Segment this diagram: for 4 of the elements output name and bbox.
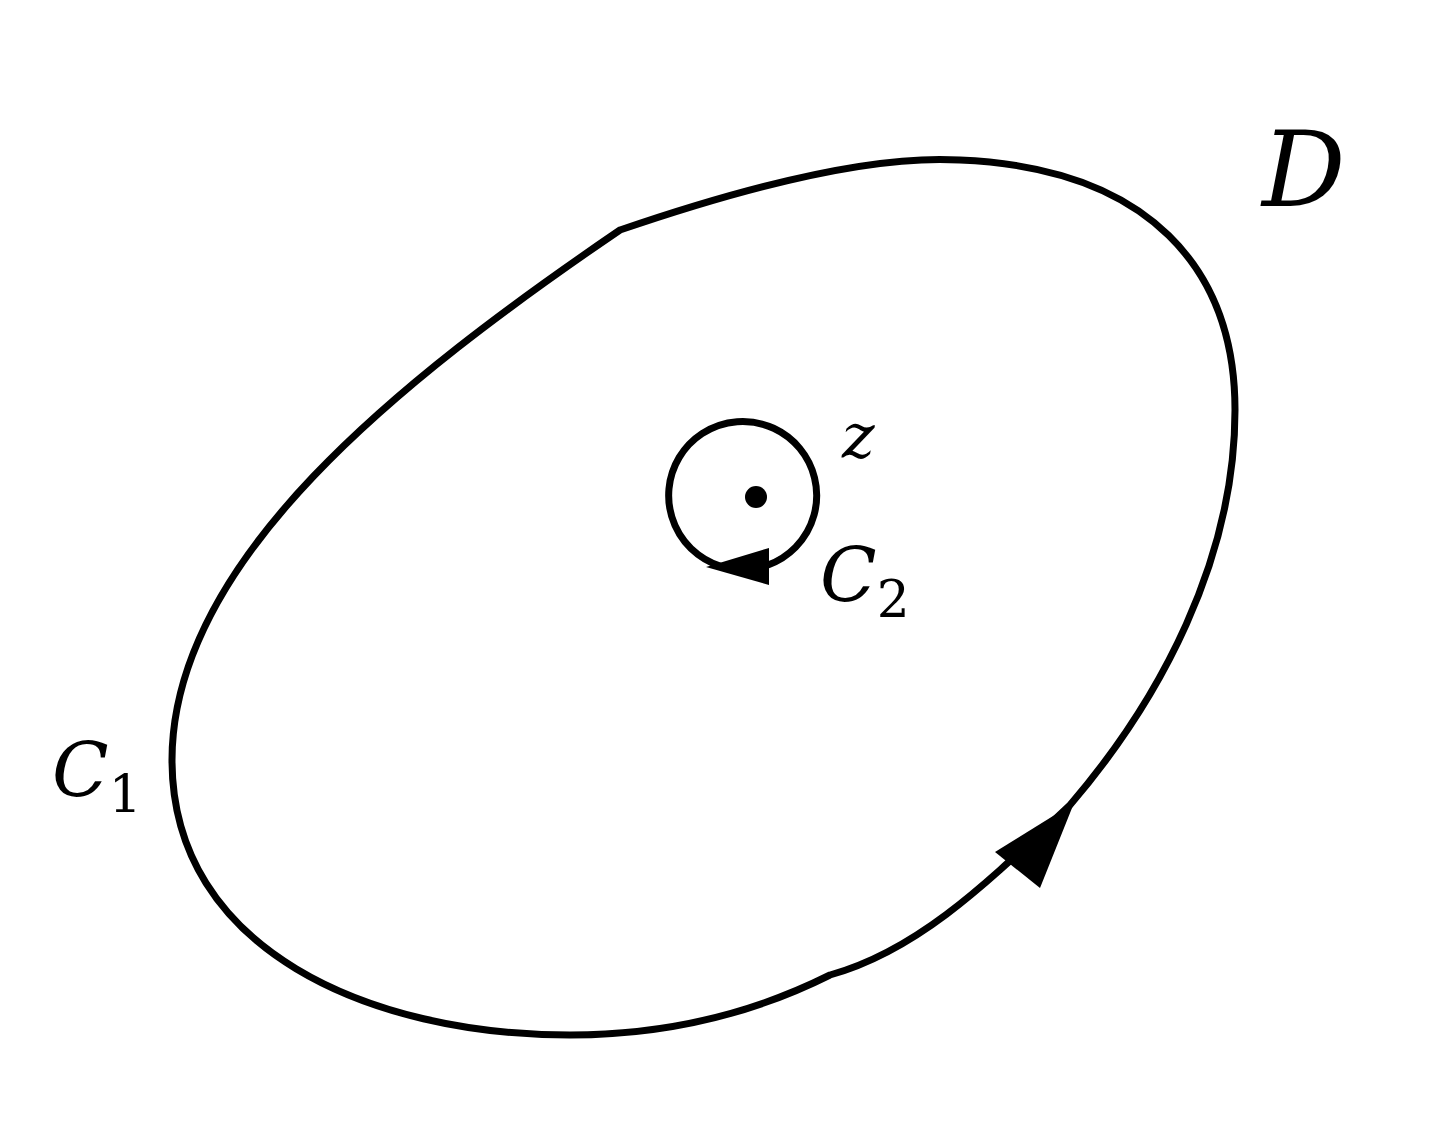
region-label: D — [1262, 118, 1346, 222]
contour-label: C$_{1}$ — [52, 733, 142, 821]
point-label: z — [842, 405, 875, 467]
contour-label: C$_{2}$ — [820, 538, 910, 626]
